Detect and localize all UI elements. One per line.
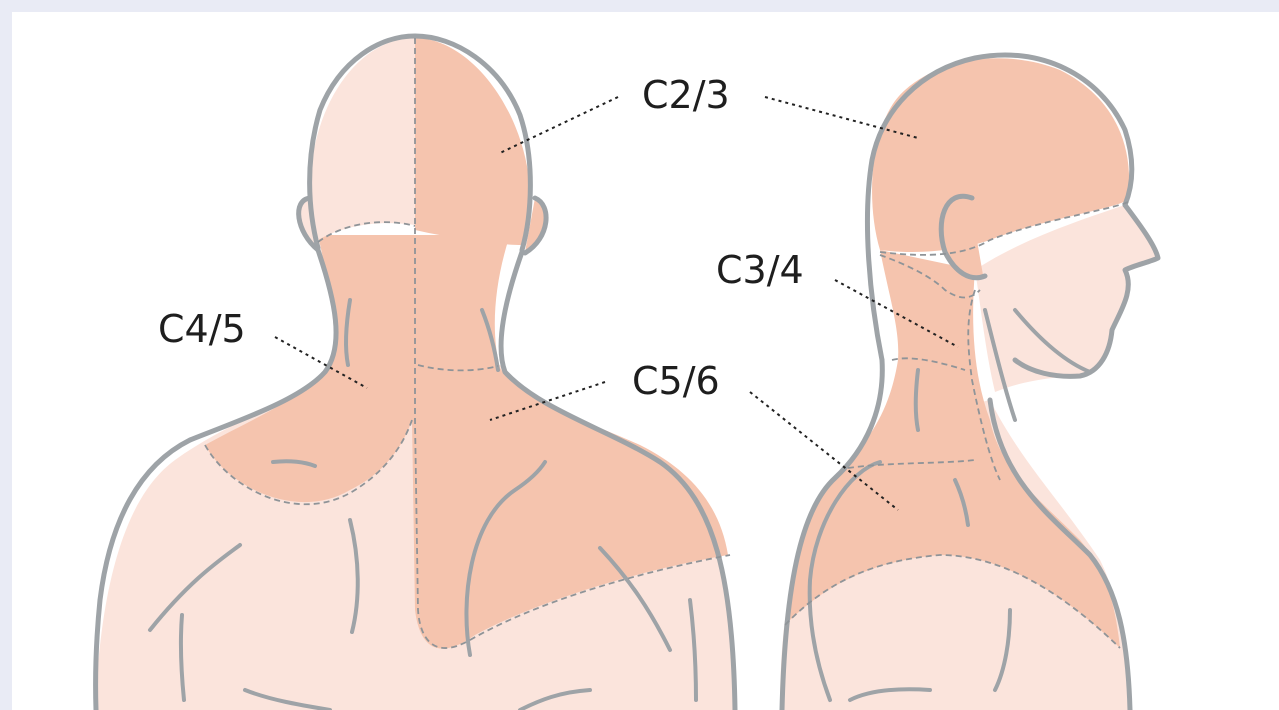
side-view-figure (780, 55, 1158, 710)
dermatome-diagram: C2/3 C3/4 C4/5 C5/6 (12, 12, 1279, 710)
back-head-right (415, 38, 531, 245)
label-c23: C2/3 (642, 73, 730, 117)
label-c56: C5/6 (632, 359, 720, 403)
side-contour-neck-back (916, 370, 918, 430)
diagram-canvas: C2/3 C3/4 C4/5 C5/6 (12, 12, 1279, 710)
label-c34: C3/4 (716, 248, 804, 292)
label-c23-group: C2/3 (500, 73, 918, 153)
back-head-left (309, 38, 415, 240)
label-c45: C4/5 (158, 307, 246, 351)
